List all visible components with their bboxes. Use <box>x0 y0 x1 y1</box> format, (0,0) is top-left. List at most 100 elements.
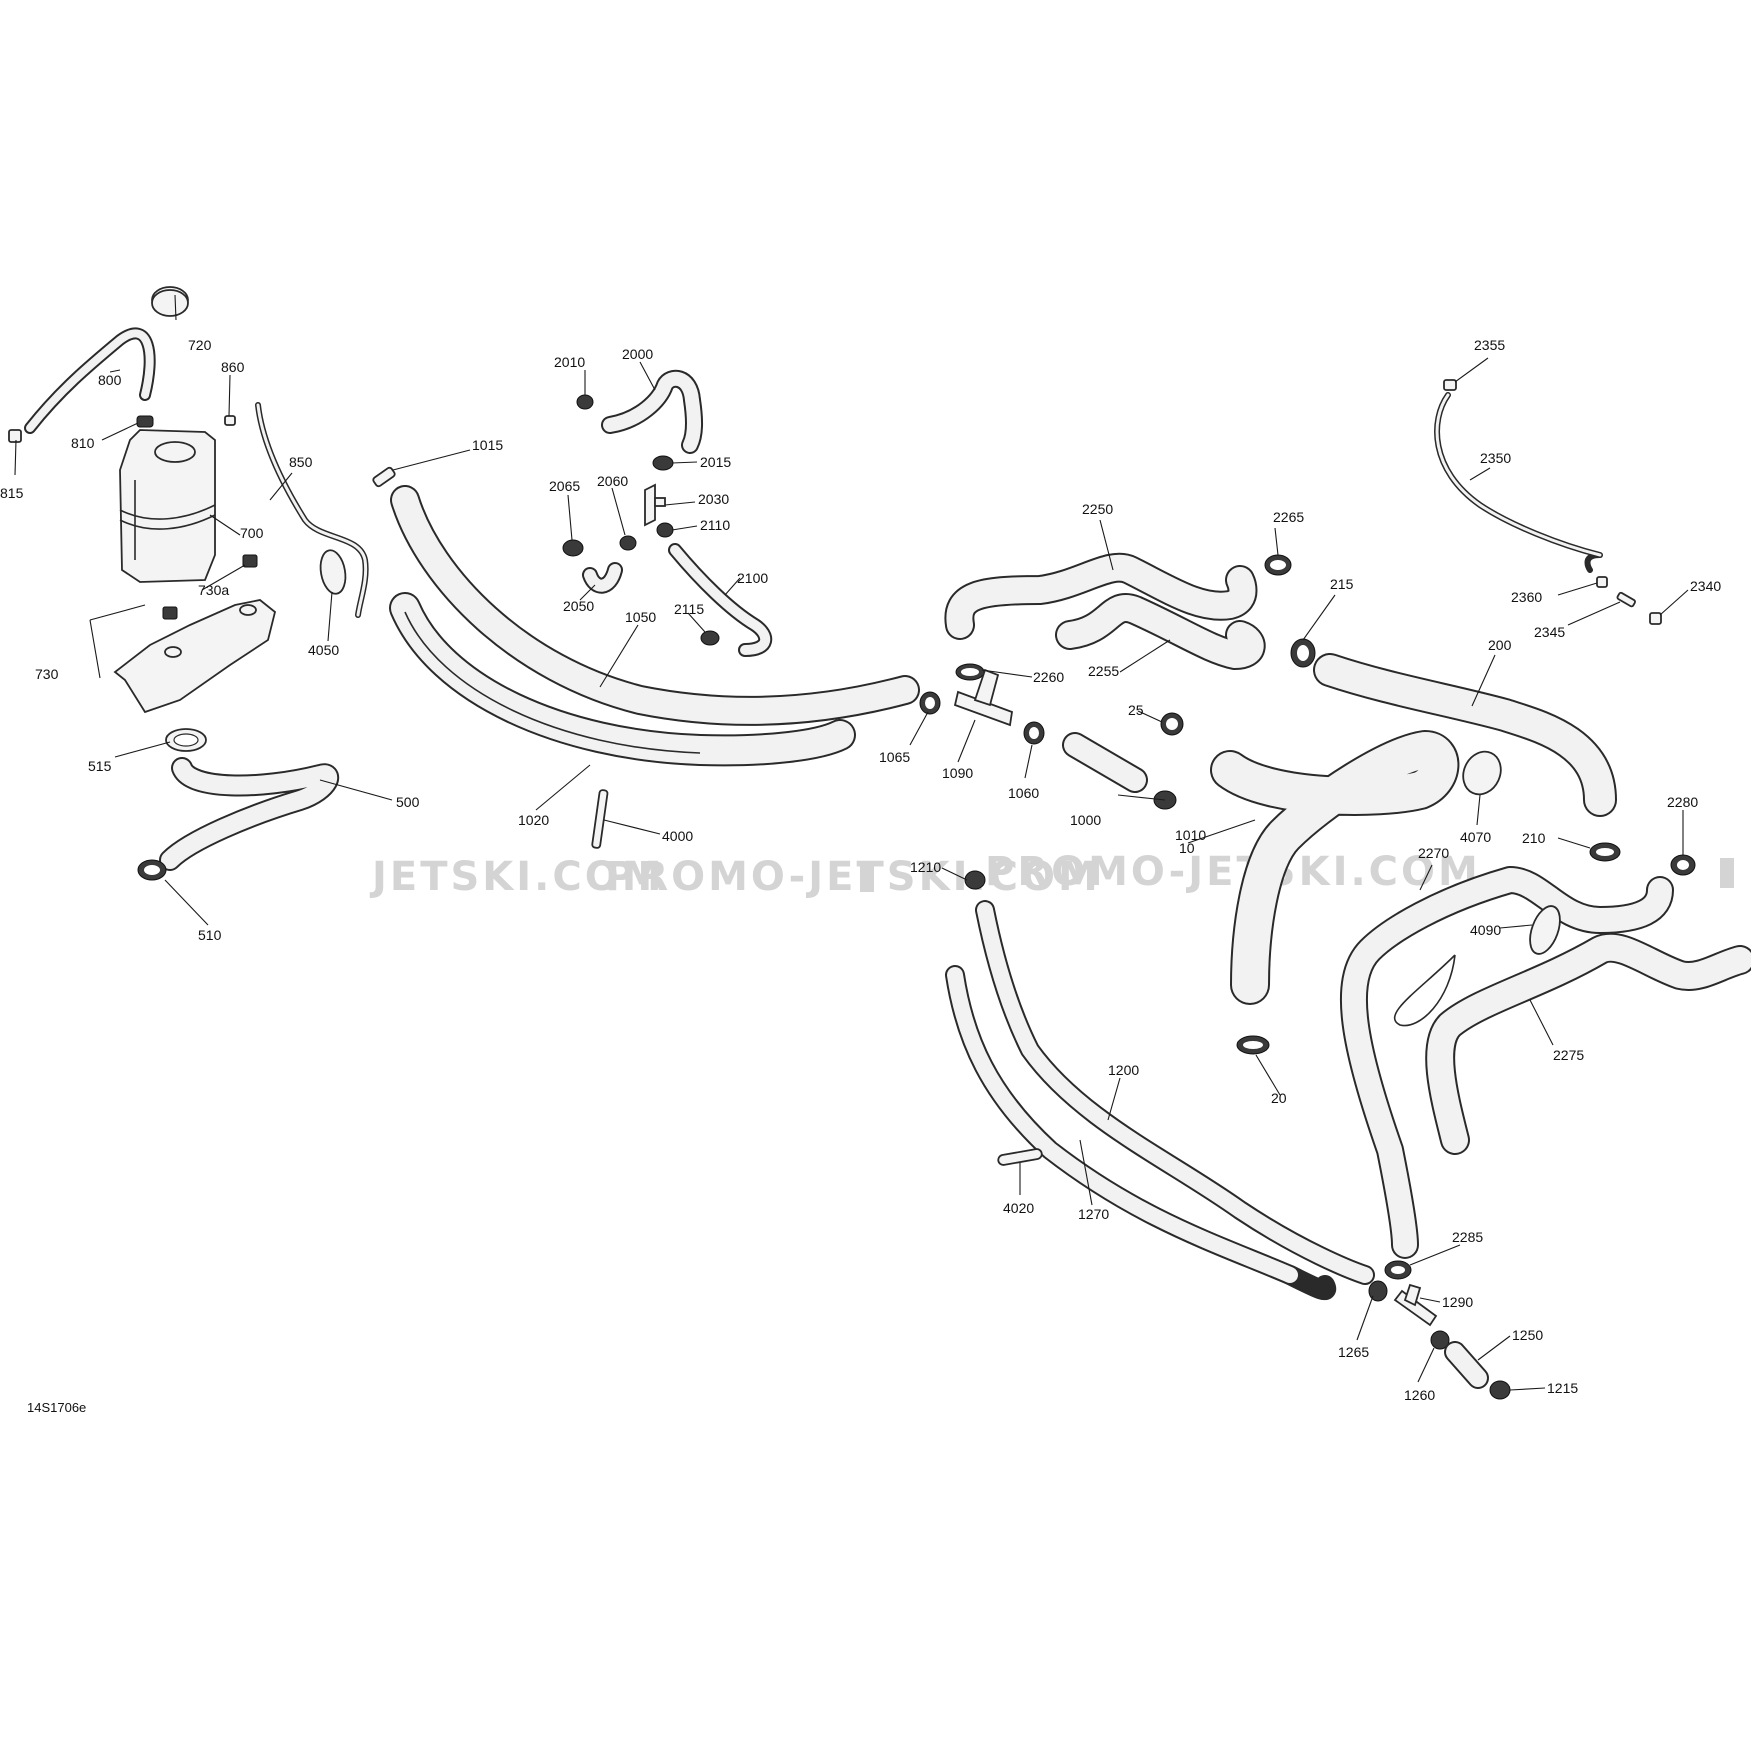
label-700: 700 <box>240 525 264 541</box>
nut-730a-2[interactable] <box>162 606 178 620</box>
nut-730a[interactable] <box>242 554 258 568</box>
hose-1000[interactable] <box>1062 732 1148 793</box>
clamp-2115[interactable] <box>700 630 720 646</box>
clamp-20[interactable] <box>1236 1035 1270 1055</box>
label-2270: 2270 <box>1418 845 1449 861</box>
label-500: 500 <box>396 794 420 810</box>
tee-2030[interactable] <box>644 483 666 527</box>
label-2250: 2250 <box>1082 501 1113 517</box>
label-2060: 2060 <box>597 473 628 489</box>
diagram-reference: 14S1706e <box>27 1400 86 1415</box>
label-2350: 2350 <box>1480 450 1511 466</box>
hose-2255[interactable] <box>1055 593 1266 670</box>
clamp-510[interactable] <box>137 859 167 881</box>
label-850: 850 <box>289 454 313 470</box>
clamp-2110[interactable] <box>656 522 674 538</box>
fitting-2345[interactable] <box>1616 591 1636 608</box>
elbow-2050[interactable] <box>582 562 623 594</box>
clamp-2060[interactable] <box>619 535 637 551</box>
clamp-2015[interactable] <box>652 455 674 471</box>
label-1090: 1090 <box>942 765 973 781</box>
clamp-1260[interactable] <box>1430 1330 1450 1350</box>
tee-1290[interactable] <box>1393 1283 1438 1327</box>
tee-1090[interactable] <box>953 668 1014 727</box>
clamp-1215[interactable] <box>1489 1380 1511 1400</box>
clamp-1065[interactable] <box>919 691 941 715</box>
bracket-730[interactable] <box>113 599 277 714</box>
label-1210: 1210 <box>910 859 941 875</box>
hose-200[interactable] <box>1313 653 1617 817</box>
hose-2250[interactable] <box>944 552 1258 640</box>
watermark-mark <box>1720 858 1734 888</box>
hose-2100[interactable] <box>668 543 773 657</box>
clip-4000[interactable] <box>591 789 609 849</box>
clamp-2280[interactable] <box>1670 854 1696 876</box>
clip-4070[interactable] <box>1456 745 1507 800</box>
clamp-2010[interactable] <box>576 394 594 410</box>
reservoir-700[interactable] <box>119 429 216 583</box>
label-1250: 1250 <box>1512 1327 1543 1343</box>
clamp-2285[interactable] <box>1384 1260 1412 1280</box>
fitting-1015[interactable] <box>372 466 396 488</box>
fitting-2355[interactable] <box>1443 379 1457 391</box>
label-25: 25 <box>1128 702 1144 718</box>
clamp-210[interactable] <box>1589 842 1621 862</box>
fitting-815[interactable] <box>8 429 22 443</box>
watermark-jetski: JETSKI.COM <box>369 854 665 900</box>
label-1215: 1215 <box>1547 1380 1578 1396</box>
label-2065: 2065 <box>549 478 580 494</box>
clamp-215[interactable] <box>1290 638 1316 668</box>
strap-loop <box>1393 954 1456 1027</box>
clip-4020[interactable] <box>997 1148 1043 1166</box>
clamp-25[interactable] <box>1160 712 1184 736</box>
label-1060: 1060 <box>1008 785 1039 801</box>
clip-4050[interactable] <box>317 548 348 595</box>
hose-850[interactable] <box>255 402 369 618</box>
label-1270: 1270 <box>1078 1206 1109 1222</box>
hose-1250[interactable] <box>1444 1341 1489 1389</box>
clamp-1060[interactable] <box>1023 721 1045 745</box>
watermark-promo-jetski-1: PROMO-JETSKI.COM <box>605 854 1101 900</box>
label-2360: 2360 <box>1511 589 1542 605</box>
clamp-2265[interactable] <box>1264 554 1292 576</box>
label-2115: 2115 <box>674 601 704 617</box>
tube-2350[interactable] <box>1434 392 1603 573</box>
nut-2360[interactable] <box>1596 576 1608 588</box>
label-1000: 1000 <box>1070 812 1101 828</box>
clamp-1265[interactable] <box>1368 1280 1388 1302</box>
clamp-2260[interactable] <box>955 663 985 681</box>
label-1290: 1290 <box>1442 1294 1473 1310</box>
hose-500[interactable] <box>159 757 340 871</box>
hose-800[interactable] <box>24 327 156 434</box>
hose-1050[interactable] <box>390 485 920 726</box>
gasket-515[interactable] <box>165 728 207 752</box>
cap-720[interactable] <box>151 286 189 317</box>
hose-1200[interactable] <box>975 900 1375 1285</box>
clip-4090[interactable] <box>1524 902 1566 958</box>
label-1200: 1200 <box>1108 1062 1139 1078</box>
nut-2340[interactable] <box>1649 612 1662 625</box>
label-2285: 2285 <box>1452 1229 1483 1245</box>
clamp-810[interactable] <box>136 415 154 428</box>
fitting-860[interactable] <box>224 415 236 426</box>
label-1010: 1010 <box>1175 827 1206 843</box>
label-1265: 1265 <box>1338 1344 1369 1360</box>
label-2275: 2275 <box>1553 1047 1584 1063</box>
label-800: 800 <box>98 372 122 388</box>
label-2100: 2100 <box>737 570 768 586</box>
hose-2000[interactable] <box>601 369 704 454</box>
label-2050: 2050 <box>563 598 594 614</box>
clamp-2065[interactable] <box>562 539 584 557</box>
label-2015: 2015 <box>700 454 731 470</box>
hose-2275[interactable] <box>1425 932 1751 1155</box>
watermark-promo-jetski-2: PROMO-JETSKI.COM <box>985 849 1481 895</box>
hose-1020[interactable] <box>389 592 856 767</box>
label-2110: 2110 <box>700 517 730 533</box>
hose-2270[interactable] <box>1340 866 1674 1259</box>
watermark-mark <box>860 862 874 892</box>
label-2010: 2010 <box>554 354 585 370</box>
label-515: 515 <box>88 758 112 774</box>
clamp-1210[interactable] <box>964 870 986 890</box>
hose-1270[interactable] <box>945 965 1337 1300</box>
hose-10[interactable] <box>1210 730 1460 1005</box>
